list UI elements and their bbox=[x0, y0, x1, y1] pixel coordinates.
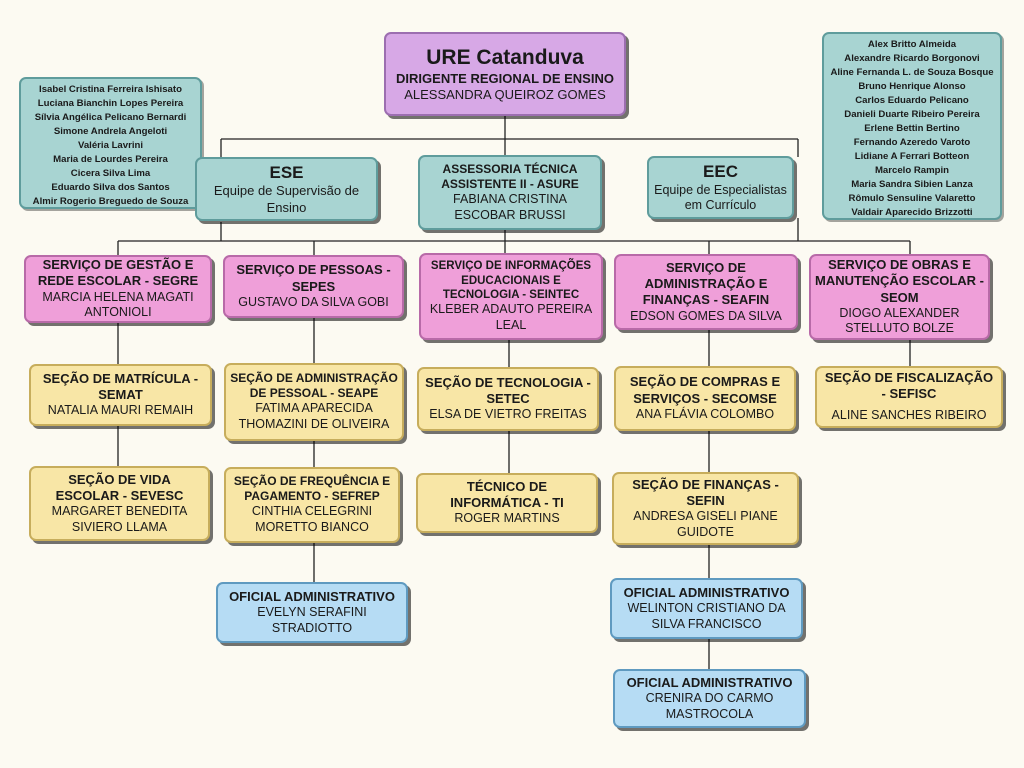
member-name: Luciana Bianchin Lopes Pereira bbox=[37, 98, 184, 109]
member-name: Eduardo Silva dos Santos bbox=[51, 182, 170, 193]
oficial1-name: EVELYN SERAFINI STRADIOTTO bbox=[257, 605, 367, 635]
member-name: Fernando Azeredo Varoto bbox=[853, 137, 971, 148]
asure-name: FABIANA CRISTINA ESCOBAR BRUSSI bbox=[453, 191, 567, 222]
ti-title: TÉCNICO DE INFORMÁTICA - TI bbox=[450, 478, 564, 511]
member-name: Maria de Lourdes Pereira bbox=[53, 154, 168, 165]
root-title: URE Catanduva bbox=[426, 45, 584, 69]
seape-node: SEÇÃO DE ADMINISTRAÇÃO DE PESSOAL - SEAP… bbox=[224, 363, 404, 441]
sefisc-node: SEÇÃO DE FISCALIZAÇÃO - SEFISC ALINE SAN… bbox=[815, 366, 1003, 428]
member-name: Valdair Aparecido Brizzotti bbox=[851, 207, 973, 218]
semat-title: SEÇÃO DE MATRÍCULA - SEMAT bbox=[42, 370, 199, 403]
root-subtitle: DIRIGENTE REGIONAL DE ENSINO bbox=[396, 70, 614, 86]
asure-node: ASSESSORIA TÉCNICA ASSISTENTE II - ASURE… bbox=[418, 155, 602, 230]
sefrep-title: SEÇÃO DE FREQUÊNCIA E PAGAMENTO - SEFREP bbox=[233, 474, 391, 504]
member-name: Sílvia Angélica Pelicano Bernardi bbox=[34, 112, 187, 123]
member-name: Maria Sandra Sibien Lanza bbox=[851, 179, 973, 190]
seom-title: SERVIÇO DE OBRAS E MANUTENÇÃO ESCOLAR - … bbox=[815, 257, 984, 305]
segre-name: MARCIA HELENA MAGATI ANTONIOLI bbox=[42, 289, 194, 320]
member-name: Isabel Cristina Ferreira Ishisato bbox=[39, 84, 182, 95]
member-name: Aline Fernanda L. de Souza Bosque bbox=[830, 67, 994, 78]
oficial2-name: WELINTON CRISTIANO DA SILVA FRANCISCO bbox=[627, 601, 786, 631]
seom-node: SERVIÇO DE OBRAS E MANUTENÇÃO ESCOLAR - … bbox=[809, 254, 990, 340]
oficial3-name: CRENIRA DO CARMO MASTROCOLA bbox=[645, 691, 774, 721]
member-name: Simone Andrela Angeloti bbox=[53, 126, 168, 137]
member-name: Erlene Bettin Bertino bbox=[864, 123, 960, 134]
member-name: Alex Britto Almeida bbox=[867, 39, 957, 50]
oficial1-title: OFICIAL ADMINISTRATIVO bbox=[229, 588, 395, 604]
ese-members-list: Isabel Cristina Ferreira Ishisato Lucian… bbox=[19, 77, 202, 209]
eec-title: EEC bbox=[703, 162, 738, 182]
eec-desc: Equipe de Especialistas em Currículo bbox=[654, 182, 787, 213]
oficial3-title: OFICIAL ADMINISTRATIVO bbox=[626, 674, 793, 690]
oficial-administrativo-node-3: OFICIAL ADMINISTRATIVO CRENIRA DO CARMO … bbox=[613, 669, 806, 728]
member-name: Rômulo Sensuline Valaretto bbox=[848, 193, 976, 204]
eec-node: EEC Equipe de Especialistas em Currículo bbox=[647, 156, 794, 219]
root-node-ure-catanduva: URE Catanduva DIRIGENTE REGIONAL DE ENSI… bbox=[384, 32, 626, 116]
member-name: Cicera Silva Lima bbox=[70, 168, 151, 179]
seafin-name: EDSON GOMES DA SILVA bbox=[630, 308, 782, 323]
ti-name: ROGER MARTINS bbox=[454, 511, 560, 526]
segre-node: SERVIÇO DE GESTÃO E REDE ESCOLAR - SEGRE… bbox=[24, 255, 212, 323]
sepes-title: SERVIÇO DE PESSOAS - SEPES bbox=[236, 262, 391, 294]
seafin-node: SERVIÇO DE ADMINISTRAÇÃO E FINANÇAS - SE… bbox=[614, 254, 798, 330]
oficial-administrativo-node-1: OFICIAL ADMINISTRATIVO EVELYN SERAFINI S… bbox=[216, 582, 408, 643]
member-name: Almir Rogerio Breguedo de Souza bbox=[32, 196, 189, 207]
member-name: Alexandre Ricardo Borgonovi bbox=[844, 53, 980, 64]
sefisc-name: ALINE SANCHES RIBEIRO bbox=[831, 408, 987, 423]
ese-node: ESE Equipe de Supervisão de Ensino bbox=[195, 157, 378, 221]
sepes-name: GUSTAVO DA SILVA GOBI bbox=[238, 294, 389, 309]
secomse-name: ANA FLÁVIA COLOMBO bbox=[635, 406, 775, 421]
member-name: Marcelo Rampin bbox=[874, 165, 950, 176]
seintec-node: SERVIÇO DE INFORMAÇÕES EDUCACIONAIS E TE… bbox=[419, 253, 603, 340]
ese-desc: Equipe de Supervisão de Ensino bbox=[213, 183, 360, 215]
ese-title: ESE bbox=[269, 163, 304, 183]
sepes-node: SERVIÇO DE PESSOAS - SEPES GUSTAVO DA SI… bbox=[223, 255, 404, 318]
secomse-node: SEÇÃO DE COMPRAS E SERVIÇOS - SECOMSE AN… bbox=[614, 366, 796, 431]
setec-name: ELSA DE VIETRO FREITAS bbox=[429, 407, 587, 422]
sefin-name: ANDRESA GISELI PIANE GUIDOTE bbox=[633, 509, 778, 539]
setec-title: SEÇÃO DE TECNOLOGIA - SETEC bbox=[425, 374, 591, 407]
asure-title: ASSESSORIA TÉCNICA ASSISTENTE II - ASURE bbox=[441, 161, 579, 191]
seafin-title: SERVIÇO DE ADMINISTRAÇÃO E FINANÇAS - SE… bbox=[642, 259, 770, 308]
member-name: Valéria Lavrini bbox=[77, 140, 144, 151]
seintec-name: KLEBER ADAUTO PEREIRA LEAL bbox=[429, 302, 593, 333]
eec-members-list: Alex Britto Almeida Alexandre Ricardo Bo… bbox=[822, 32, 1002, 220]
sevesc-title: SEÇÃO DE VIDA ESCOLAR - SEVESC bbox=[55, 471, 184, 503]
ti-node: TÉCNICO DE INFORMÁTICA - TI ROGER MARTIN… bbox=[416, 473, 598, 533]
seom-name: DIOGO ALEXANDER STELLUTO BOLZE bbox=[839, 305, 960, 336]
secomse-title: SEÇÃO DE COMPRAS E SERVIÇOS - SECOMSE bbox=[629, 374, 781, 406]
root-name: ALESSANDRA QUEIROZ GOMES bbox=[404, 87, 606, 103]
sevesc-name: MARGARET BENEDITA SIVIERO LLAMA bbox=[51, 504, 188, 534]
segre-title: SERVIÇO DE GESTÃO E REDE ESCOLAR - SEGRE bbox=[37, 257, 199, 289]
member-name: Danieli Duarte Ribeiro Pereira bbox=[844, 109, 980, 120]
sefin-title: SEÇÃO DE FINANÇAS - SEFIN bbox=[632, 476, 779, 508]
member-name: Bruno Henrique Alonso bbox=[858, 81, 966, 92]
setec-node: SEÇÃO DE TECNOLOGIA - SETEC ELSA DE VIET… bbox=[417, 367, 599, 431]
member-name: Lidiane A Ferrari Botteon bbox=[854, 151, 970, 162]
seintec-title: SERVIÇO DE INFORMAÇÕES EDUCACIONAIS E TE… bbox=[430, 260, 592, 302]
sefisc-title: SEÇÃO DE FISCALIZAÇÃO - SEFISC bbox=[824, 369, 994, 402]
seape-name: FATIMA APARECIDA THOMAZINI DE OLIVEIRA bbox=[238, 401, 390, 431]
sefrep-node: SEÇÃO DE FREQUÊNCIA E PAGAMENTO - SEFREP… bbox=[224, 467, 400, 543]
oficial-administrativo-node-2: OFICIAL ADMINISTRATIVO WELINTON CRISTIAN… bbox=[610, 578, 803, 639]
oficial2-title: OFICIAL ADMINISTRATIVO bbox=[623, 584, 790, 600]
semat-name: NATALIA MAURI REMAIH bbox=[47, 403, 194, 418]
sevesc-node: SEÇÃO DE VIDA ESCOLAR - SEVESC MARGARET … bbox=[29, 466, 210, 541]
sefrep-name: CINTHIA CELEGRINI MORETTO BIANCO bbox=[251, 504, 373, 534]
member-name: Carlos Eduardo Pelicano bbox=[855, 95, 969, 106]
sefin-node: SEÇÃO DE FINANÇAS - SEFIN ANDRESA GISELI… bbox=[612, 472, 799, 545]
seape-title: SEÇÃO DE ADMINISTRAÇÃO DE PESSOAL - SEAP… bbox=[230, 371, 398, 401]
semat-node: SEÇÃO DE MATRÍCULA - SEMAT NATALIA MAURI… bbox=[29, 364, 212, 426]
